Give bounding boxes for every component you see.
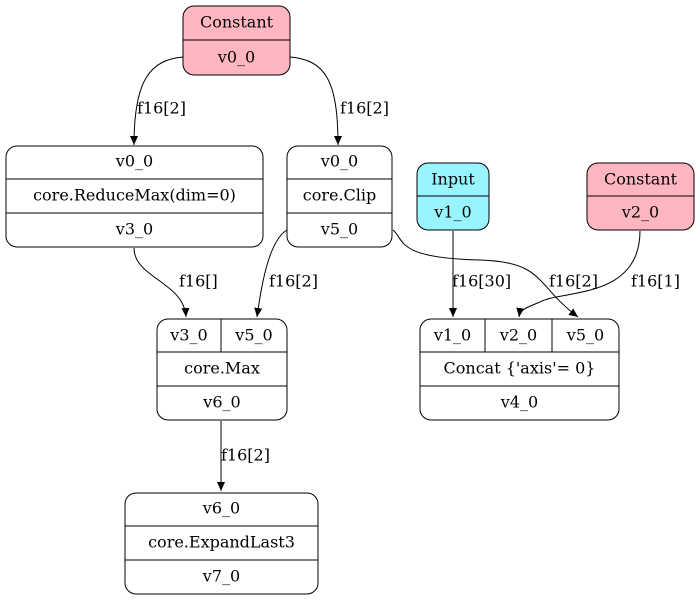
edge-label-const1-reducemax: f16[2]	[137, 99, 186, 118]
edge-const1-clip	[289, 56, 342, 146]
node-input-port: v5_0	[234, 326, 272, 345]
node-output: v2_0	[621, 203, 659, 222]
node-constant-v2[interactable]: Constant v2_0	[586, 162, 695, 231]
edge-label-const2-concat: f16[1]	[631, 272, 680, 291]
node-title: Constant	[200, 13, 274, 32]
edge-label-input-concat: f16[30]	[452, 272, 511, 291]
node-op: core.Max	[184, 359, 260, 378]
node-op: core.ExpandLast3	[148, 533, 295, 552]
node-output: v3_0	[115, 220, 153, 239]
node-input-v1[interactable]: Input v1_0	[416, 162, 490, 231]
nodes: Constant v0_0 v0_0 core.ReduceMax(dim=0)…	[5, 5, 695, 595]
node-op: core.Clip	[303, 186, 377, 205]
edge-label-reducemax-max: f16[]	[179, 272, 218, 291]
edge-const2-concat	[516, 230, 641, 318]
node-concat[interactable]: v1_0 v2_0 v5_0 Concat {'axis'= 0} v4_0	[419, 318, 620, 421]
edge-label-clip-max: f16[2]	[269, 272, 318, 291]
node-op: Concat {'axis'= 0}	[444, 359, 596, 378]
edge-clip-concat	[392, 229, 579, 318]
node-input: v0_0	[115, 152, 153, 171]
edge-clip-max	[254, 229, 288, 318]
node-input-port: v2_0	[499, 326, 537, 345]
node-constant-v0[interactable]: Constant v0_0	[182, 5, 291, 76]
edge-const1-reducemax	[130, 56, 184, 146]
node-output: v7_0	[202, 567, 240, 586]
edge-label-const1-clip: f16[2]	[340, 99, 389, 118]
node-title: Constant	[604, 170, 678, 189]
node-output: v0_0	[217, 48, 255, 67]
edge-label-max-expand: f16[2]	[221, 446, 270, 465]
node-title: Input	[431, 170, 475, 189]
node-input-port: v3_0	[169, 326, 207, 345]
node-expandlast3[interactable]: v6_0 core.ExpandLast3 v7_0	[124, 492, 319, 595]
node-max[interactable]: v3_0 v5_0 core.Max v6_0	[156, 318, 288, 421]
node-op: core.ReduceMax(dim=0)	[33, 186, 236, 205]
edges: f16[2] f16[2] f16[] f16[2] f16[30] f16[2…	[130, 56, 680, 491]
node-clip[interactable]: v0_0 core.Clip v5_0	[286, 145, 393, 248]
node-input: v6_0	[202, 499, 240, 518]
node-output: v5_0	[320, 220, 358, 239]
node-output: v4_0	[500, 393, 538, 412]
node-reducemax[interactable]: v0_0 core.ReduceMax(dim=0) v3_0	[5, 145, 264, 248]
node-input-port: v5_0	[566, 326, 604, 345]
edge-reducemax-max	[133, 247, 190, 318]
node-output: v1_0	[433, 203, 471, 222]
node-input-port: v1_0	[433, 326, 471, 345]
node-output: v6_0	[202, 393, 240, 412]
node-input: v0_0	[320, 152, 358, 171]
edge-label-clip-concat: f16[2]	[549, 272, 598, 291]
